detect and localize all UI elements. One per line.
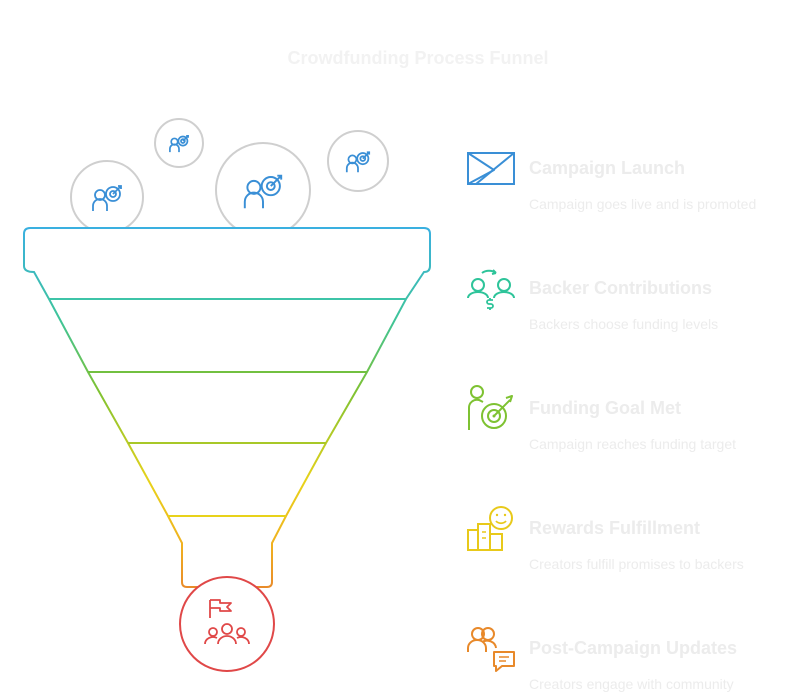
person-target-icon [345, 151, 371, 173]
diagram-title: Crowdfunding Process Funnel [287, 48, 549, 68]
funnel-outline [23, 227, 431, 588]
step-title: Funding Goal Met [529, 398, 681, 418]
step-title: Backer Contributions [529, 278, 713, 298]
step-description: Campaign goes live and is promoted [529, 196, 757, 212]
input-bubble [327, 130, 389, 192]
input-bubble [70, 160, 144, 234]
people-exchange-money-icon [467, 269, 515, 310]
funnel [23, 227, 431, 588]
person-target-icon [468, 385, 513, 430]
input-bubble [215, 142, 311, 238]
step-description: Creators fulfill promises to backers [529, 556, 744, 572]
megaphone-triangle-icon [467, 152, 515, 185]
input-bubble [154, 118, 204, 168]
step-title: Rewards Fulfillment [529, 518, 701, 538]
step-description: Backers choose funding levels [529, 316, 719, 332]
team-flag-icon [204, 599, 250, 645]
person-target-icon [92, 185, 122, 211]
people-chat-icon [467, 627, 515, 672]
step-title: Campaign Launch [529, 158, 686, 178]
smile-podium-icon [467, 506, 513, 551]
person-target-icon [169, 135, 189, 153]
step-description: Campaign reaches funding target [529, 436, 737, 452]
step-description: Creators engage with community [529, 676, 734, 692]
step-title: Post-Campaign Updates [529, 638, 738, 658]
funnel-output [179, 576, 275, 672]
person-target-icon [243, 174, 283, 209]
